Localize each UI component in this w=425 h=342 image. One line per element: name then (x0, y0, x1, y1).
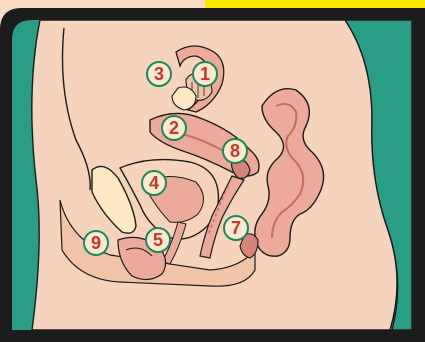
svg-text:2: 2 (169, 118, 179, 138)
svg-text:9: 9 (91, 233, 101, 253)
label-4: 4 (142, 171, 166, 195)
svg-text:7: 7 (231, 218, 241, 238)
svg-text:5: 5 (153, 230, 163, 250)
svg-text:1: 1 (200, 64, 210, 84)
label-3: 3 (147, 62, 171, 86)
label-9: 9 (84, 231, 108, 255)
svg-text:3: 3 (154, 64, 164, 84)
svg-text:8: 8 (230, 141, 240, 161)
svg-text:4: 4 (149, 173, 159, 193)
label-2: 2 (162, 116, 186, 140)
label-5: 5 (146, 228, 170, 252)
label-1: 1 (193, 62, 217, 86)
label-8: 8 (223, 139, 247, 163)
label-7: 7 (224, 216, 248, 240)
